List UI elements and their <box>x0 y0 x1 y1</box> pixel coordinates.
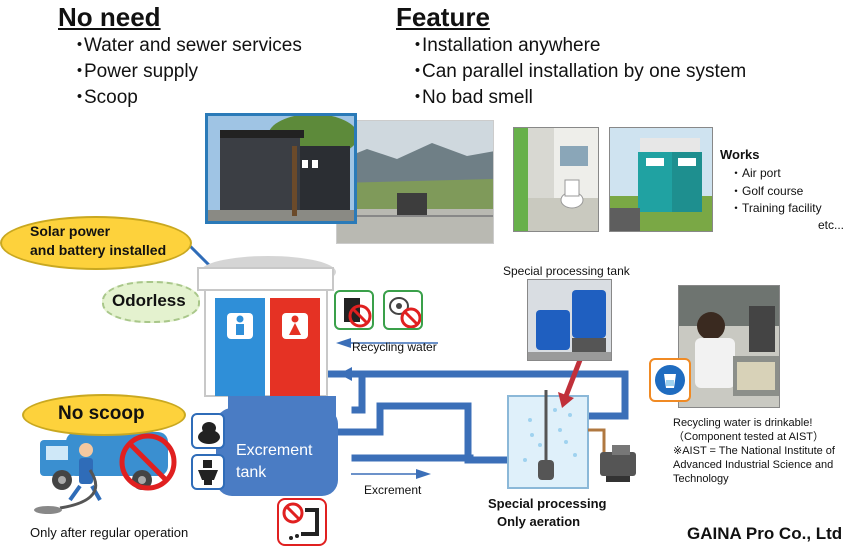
excrement-arrow-tip <box>416 469 431 479</box>
red-arrow-tip <box>558 392 574 408</box>
air-pump <box>600 452 636 476</box>
no-scoop-sign <box>119 433 177 491</box>
drinking-water-photo <box>678 285 780 408</box>
landscape-photo <box>336 120 494 244</box>
red-door <box>270 298 320 396</box>
recycling-water-label: Recycling water <box>352 340 437 354</box>
no-disposal-icon <box>277 498 327 546</box>
no-need-heading: No need <box>58 2 161 32</box>
excrement-label: Excrement <box>364 483 422 497</box>
no-need-list: Water and sewer services Power supply Sc… <box>72 33 302 111</box>
company-name: GAINA Pro Co., Ltd <box>687 524 843 543</box>
excrement-pipe <box>334 402 512 464</box>
toilet-bowl-icon <box>191 454 225 490</box>
feature-item: Installation anywhere <box>410 33 746 59</box>
recycle-arrow-tip <box>336 338 351 348</box>
poop-icon <box>191 413 225 449</box>
toilet-interior-photo <box>513 127 599 232</box>
works-item: ・Air port <box>730 166 781 180</box>
works-item: ・Training facility <box>730 201 822 215</box>
odorless-cloud <box>102 281 200 323</box>
no-scoop-label: No scoop <box>58 403 145 424</box>
only-aeration-label: Only aeration <box>497 514 581 529</box>
no-need-item: Power supply <box>72 59 302 85</box>
no-dirty-water-icon <box>334 290 374 330</box>
drinkable-line-1: Recycling water is drinkable! <box>673 417 813 429</box>
works-list: ・Air port ・Golf course ・Training facilit… <box>730 165 822 218</box>
no-toilet-paper-icon <box>383 290 423 330</box>
processing-tank-photo <box>527 279 612 361</box>
unit-roof <box>197 267 334 291</box>
drink-water-icon <box>649 358 691 402</box>
feature-list: Installation anywhere Can parallel insta… <box>410 33 746 111</box>
vacuum-truck <box>34 432 168 514</box>
units-on-grass-photo <box>609 127 713 232</box>
only-after-label: Only after regular operation <box>30 525 189 540</box>
toilet-building-photo <box>205 113 357 224</box>
recycling-water-pipe <box>326 370 629 420</box>
solar-power-bubble <box>0 216 192 270</box>
works-item: ・Golf course <box>730 183 804 198</box>
works-heading: Works <box>720 147 760 162</box>
feature-item: No bad smell <box>410 85 746 111</box>
special-processing-label: Special processing <box>488 496 607 511</box>
aist-note: ※AIST = The National Institute of Advanc… <box>673 445 835 485</box>
drinkable-note: Recycling water is drinkable! （Component… <box>673 416 853 486</box>
no-scoop-bubble <box>22 394 186 436</box>
no-need-item: Water and sewer services <box>72 33 302 59</box>
excrement-tank-label: Excrement tank <box>236 442 313 481</box>
works-etc: etc... <box>818 218 845 232</box>
blue-door <box>215 298 265 396</box>
feature-item: Can parallel installation by one system <box>410 59 746 85</box>
odorless-label: Odorless <box>112 291 186 310</box>
recycle-arrow-head <box>339 367 352 381</box>
special-tank-title: Special processing tank <box>503 264 630 278</box>
drinkable-line-2: （Component tested at AIST） <box>673 431 825 443</box>
feature-heading: Feature <box>396 2 490 32</box>
excrement-tank <box>216 408 338 496</box>
no-need-item: Scoop <box>72 85 302 111</box>
solar-power-label: Solar power and battery installed <box>30 223 167 258</box>
